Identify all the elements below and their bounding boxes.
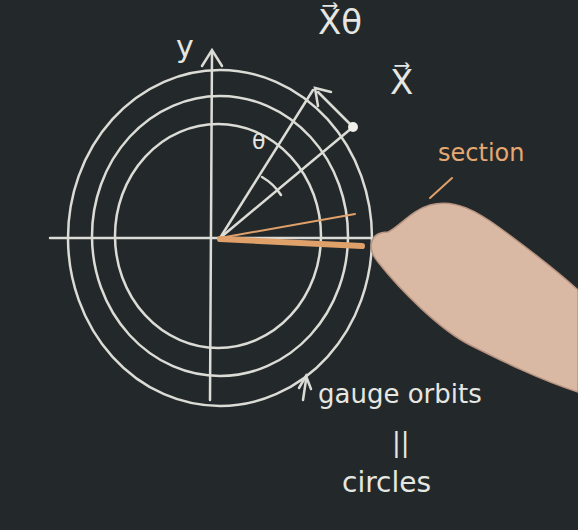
equals-sign: || <box>392 428 410 457</box>
arrowhead <box>299 376 311 389</box>
radius-line <box>220 127 353 238</box>
angle-label: θ <box>252 130 265 154</box>
tangent-arrow <box>318 92 353 127</box>
orbit-circle <box>115 124 321 348</box>
point-dot <box>348 122 358 132</box>
radius-line <box>220 90 313 238</box>
note-label: gauge orbits <box>318 380 482 409</box>
section-line <box>220 239 362 246</box>
angle-arc <box>262 177 281 195</box>
section-line <box>220 214 355 238</box>
arrowhead <box>315 88 331 106</box>
vector-label: X⃗ <box>390 64 413 101</box>
leader-line <box>430 178 452 198</box>
axis-arrowhead <box>202 50 222 66</box>
note-label: circles <box>342 468 431 499</box>
hand <box>371 203 578 392</box>
axis-label: y <box>176 30 194 63</box>
vector-label: X⃗θ <box>318 4 362 41</box>
y-axis <box>210 52 212 400</box>
pointer-arrow <box>303 380 306 400</box>
section-label: section <box>438 140 524 166</box>
